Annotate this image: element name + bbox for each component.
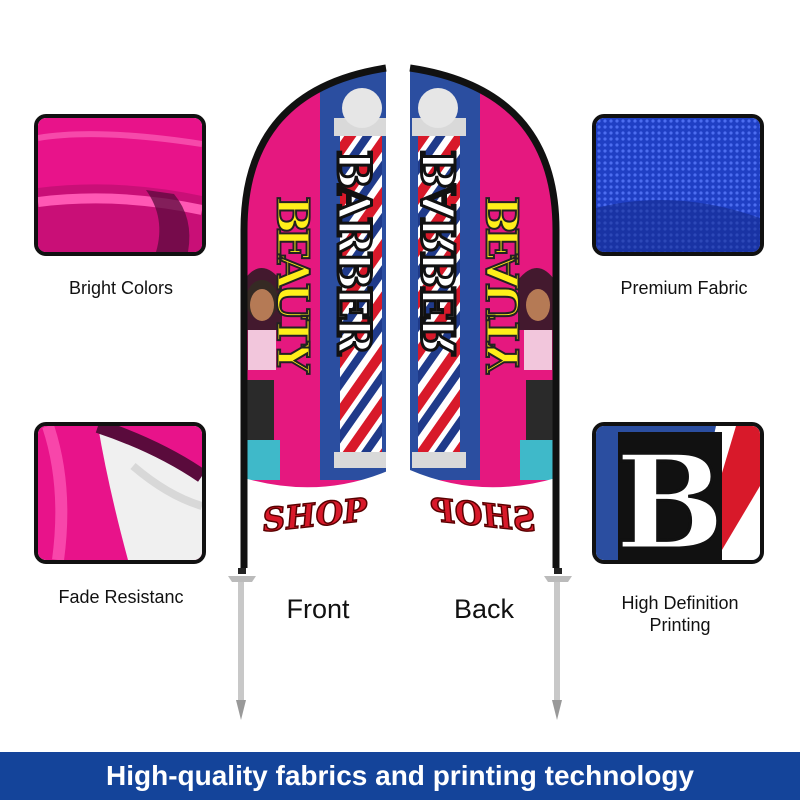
- hd-caption-line1: High Definition: [621, 593, 739, 613]
- back-barber-text: BARBER: [412, 150, 466, 356]
- bright-colors-caption: Bright Colors: [68, 278, 174, 298]
- back-flag: BEAUTY BARBER SHOP: [409, 64, 572, 720]
- fade-resistance-swatch: [34, 422, 206, 564]
- front-barber-text: BARBER: [327, 150, 381, 356]
- front-beauty-text: BEAUTY: [267, 196, 318, 374]
- hd-caption-line2: Printing: [649, 615, 711, 635]
- hd-letter-b: B: [615, 426, 725, 560]
- back-label: Back: [453, 594, 515, 624]
- premium-fabric-caption: Premium Fabric: [620, 278, 748, 298]
- front-flag: BEAUTY BARBER SHOP: [228, 64, 387, 720]
- back-beauty-text: BEAUTY: [479, 196, 530, 374]
- bright-colors-swatch: [34, 114, 206, 256]
- hd-printing-swatch: B: [592, 422, 764, 564]
- feather-flags-illustration: BEAUTY BARBER SHOP BEAUTY: [228, 64, 572, 720]
- footer-banner: High-quality fabrics and printing techno…: [0, 752, 800, 800]
- premium-fabric-swatch: [592, 114, 764, 256]
- fade-resistance-caption: Fade Resistanc: [58, 587, 184, 607]
- hd-printing-caption: High Definition Printing: [580, 592, 780, 636]
- front-label: Front: [286, 594, 350, 624]
